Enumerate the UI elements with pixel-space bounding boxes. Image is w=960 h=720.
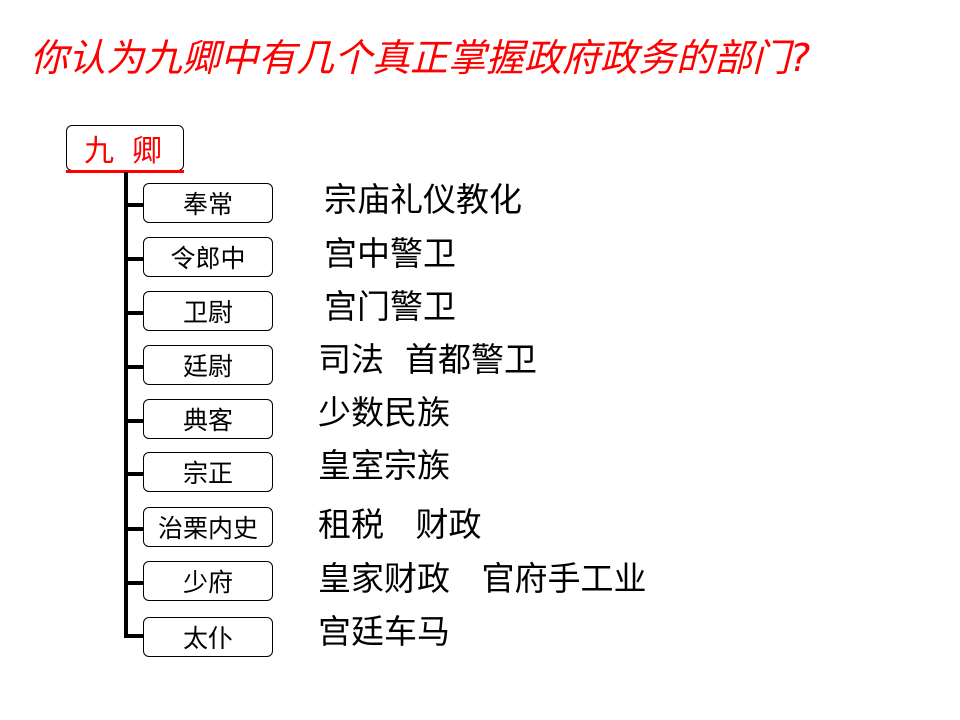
tree-trunk-line	[124, 172, 128, 636]
office-node: 奉常	[143, 183, 273, 223]
office-node: 少府	[143, 561, 273, 601]
office-node: 治栗内史	[143, 507, 273, 547]
office-node: 宗正	[143, 452, 273, 492]
office-duty: 少数民族	[318, 393, 450, 432]
branch-line	[124, 203, 146, 207]
office-node: 太仆	[143, 617, 273, 657]
root-node-jiuqing: 九卿	[66, 125, 184, 171]
branch-line	[124, 472, 146, 476]
office-duty: 宫廷车马	[318, 612, 450, 651]
office-duty: 皇室宗族	[318, 446, 450, 485]
branch-line	[124, 311, 146, 315]
office-duty: 租税 财政	[318, 505, 482, 544]
office-duty: 司法 首都警卫	[318, 340, 537, 379]
office-node: 令郎中	[143, 237, 273, 277]
branch-line	[124, 257, 146, 261]
office-node: 卫尉	[143, 291, 273, 331]
office-duty: 皇家财政 官府手工业	[318, 559, 647, 598]
branch-line	[124, 419, 146, 423]
office-duty: 宫中警卫	[324, 234, 456, 273]
branch-line	[124, 527, 146, 531]
office-duty: 宗庙礼仪教化	[324, 180, 522, 219]
office-node: 廷尉	[143, 345, 273, 385]
page-title: 你认为九卿中有几个真正掌握政府政务的部门?	[30, 36, 811, 80]
branch-line	[124, 634, 146, 638]
branch-line	[124, 365, 146, 369]
office-node: 典客	[143, 399, 273, 439]
root-underline	[66, 170, 184, 173]
office-duty: 宫门警卫	[324, 287, 456, 326]
branch-line	[124, 581, 146, 585]
